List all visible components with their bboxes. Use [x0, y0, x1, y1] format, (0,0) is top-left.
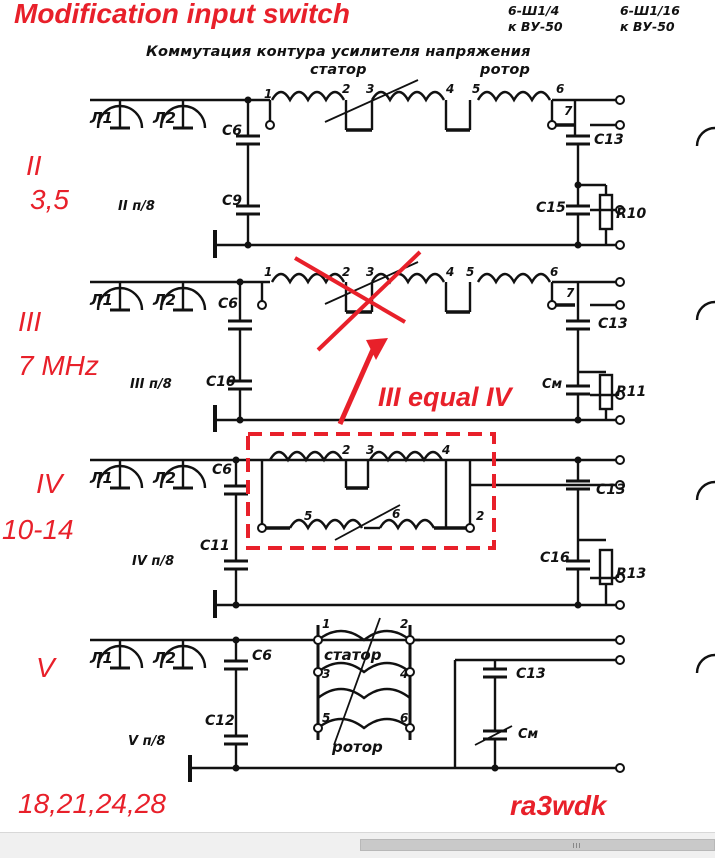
switch-label-ii: II п/8 [118, 199, 155, 214]
stator-label-top: статор [310, 62, 367, 78]
r10-label: R10 [616, 206, 647, 222]
pin-6-ii: 6 [556, 82, 564, 96]
schematic: Л1 Л2 Л1 Л2 Л1 Л2 Л1 Л2 II п/8 III п/8 I… [89, 79, 715, 782]
r13-label: R13 [616, 566, 646, 582]
pin-2-iv: 2 [342, 443, 350, 457]
connector-left-line2: к ВУ-50 [508, 19, 563, 34]
horizontal-scrollbar[interactable] [0, 832, 715, 858]
c13-label-ii: C13 [594, 132, 624, 148]
pin-1-iii: 1 [264, 265, 272, 279]
c6-label-ii: C6 [222, 123, 242, 139]
lamp-l2-label-v: Л2 [152, 649, 176, 667]
pin-4-iv: 4 [441, 443, 450, 457]
connector-right-line2: к ВУ-50 [620, 19, 675, 34]
rotor-label-v: ротор [331, 738, 383, 756]
band-iii-freq: 7 MHz [18, 350, 99, 381]
c16-label: C16 [540, 550, 570, 566]
c12-label: C12 [205, 713, 235, 729]
switch-label-v: V п/8 [128, 734, 165, 749]
band-ii-label: II [26, 150, 42, 181]
pin-7-ii: 7 [564, 104, 573, 118]
cm-label-v: Cм [518, 727, 539, 742]
pin-1-ii: 1 [264, 87, 272, 101]
pin-7-iii: 7 [566, 286, 575, 300]
equivalence-arrow [337, 343, 378, 426]
pin-4-iii: 4 [445, 265, 454, 279]
pin-3-v: 3 [322, 667, 330, 681]
pin-2-iii: 2 [342, 265, 350, 279]
c15-label: C15 [536, 200, 566, 216]
lamp-l1-label-v: Л1 [89, 649, 113, 667]
pin-1-v: 1 [322, 617, 330, 631]
c11-label: C11 [200, 538, 230, 554]
r11-label: R11 [616, 384, 646, 400]
author-signature: ra3wdk [510, 790, 607, 821]
pin-3-iv: 3 [366, 443, 374, 457]
equivalence-arrow-head [366, 338, 388, 360]
grip-line [576, 843, 577, 848]
pin-5-v: 5 [322, 711, 330, 725]
connector-right-line1: 6-Ш1/16 [620, 3, 680, 18]
pin-2-v: 2 [400, 617, 408, 631]
c13-label-iv: C13 [596, 482, 626, 498]
lamp-l2-label-iii: Л2 [152, 291, 176, 309]
iv-highlight-box [246, 432, 496, 550]
pin-6-v: 6 [400, 711, 408, 725]
switch-label-iv: IV п/8 [132, 554, 174, 569]
band-iv-label: IV [36, 468, 63, 499]
lamp-l2-label-iv: Л2 [152, 469, 176, 487]
grip-line [573, 843, 574, 848]
lamp-l1-label-iii: Л1 [89, 291, 113, 309]
pin-5-iii: 5 [466, 265, 474, 279]
c6-label-iii: C6 [218, 296, 238, 312]
lamp-l1-label-iv: Л1 [89, 469, 113, 487]
c13-label-v: C13 [516, 666, 546, 682]
band-v-label: V [36, 652, 55, 683]
band-iii-label: III [18, 306, 42, 337]
pin-2-ii: 2 [342, 82, 350, 96]
strike-line-1 [293, 256, 407, 324]
switch-label-iii: III п/8 [130, 377, 172, 392]
pin-2b-iv: 2 [476, 509, 484, 523]
rotor-label-top: ротор [480, 62, 531, 78]
pin-6-iv: 6 [392, 507, 400, 521]
pin-4-ii: 4 [445, 82, 454, 96]
diagram-title: Modification input switch [14, 0, 350, 29]
connector-left-line1: 6-Ш1/4 [508, 3, 560, 18]
strike-line-2 [316, 250, 422, 352]
c10-label: C10 [206, 374, 236, 390]
lamp-l1-label-ii: Л1 [89, 109, 113, 127]
stator-label-v: статор [324, 646, 382, 664]
circuit-heading: Коммутация контура усилителя напряжения [146, 44, 531, 60]
pin-5-ii: 5 [472, 82, 480, 96]
pin-5-iv: 5 [304, 509, 312, 523]
pin-3-ii: 3 [366, 82, 374, 96]
grip-line [579, 843, 580, 848]
c9-label: C9 [222, 193, 242, 209]
c13-label-iii: C13 [598, 316, 628, 332]
band-v-freq: 18,21,24,28 [18, 788, 166, 819]
pin-4-v: 4 [399, 667, 408, 681]
scrollbar-thumb[interactable] [360, 839, 715, 851]
c6-label-v: C6 [252, 648, 272, 664]
band-iv-freq: 10-14 [2, 514, 74, 545]
lamp-l2-label-ii: Л2 [152, 109, 176, 127]
pin-6-iii: 6 [550, 265, 558, 279]
band-ii-freq: 3,5 [30, 184, 69, 215]
pin-3-iii: 3 [366, 265, 374, 279]
c6-label-iv: C6 [212, 462, 232, 478]
equivalence-note: III equal IV [378, 382, 512, 412]
cm-label-iii: Cм [542, 377, 563, 392]
